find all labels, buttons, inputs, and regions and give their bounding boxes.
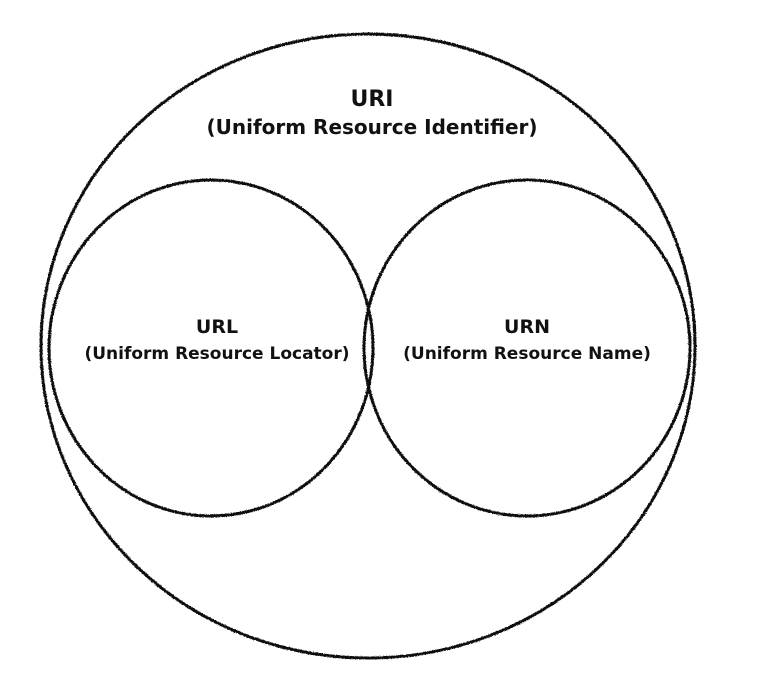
url-circle bbox=[47, 178, 375, 518]
urn-circle bbox=[362, 178, 692, 518]
uri-circle bbox=[39, 32, 697, 660]
url-label: URL bbox=[196, 316, 238, 338]
url-full-label: (Uniform Resource Locator) bbox=[84, 344, 349, 364]
urn-label: URN bbox=[504, 316, 550, 338]
uri-label: URI bbox=[351, 87, 394, 112]
uri-full-label: (Uniform Resource Identifier) bbox=[206, 115, 537, 139]
urn-full-label: (Uniform Resource Name) bbox=[403, 344, 651, 364]
